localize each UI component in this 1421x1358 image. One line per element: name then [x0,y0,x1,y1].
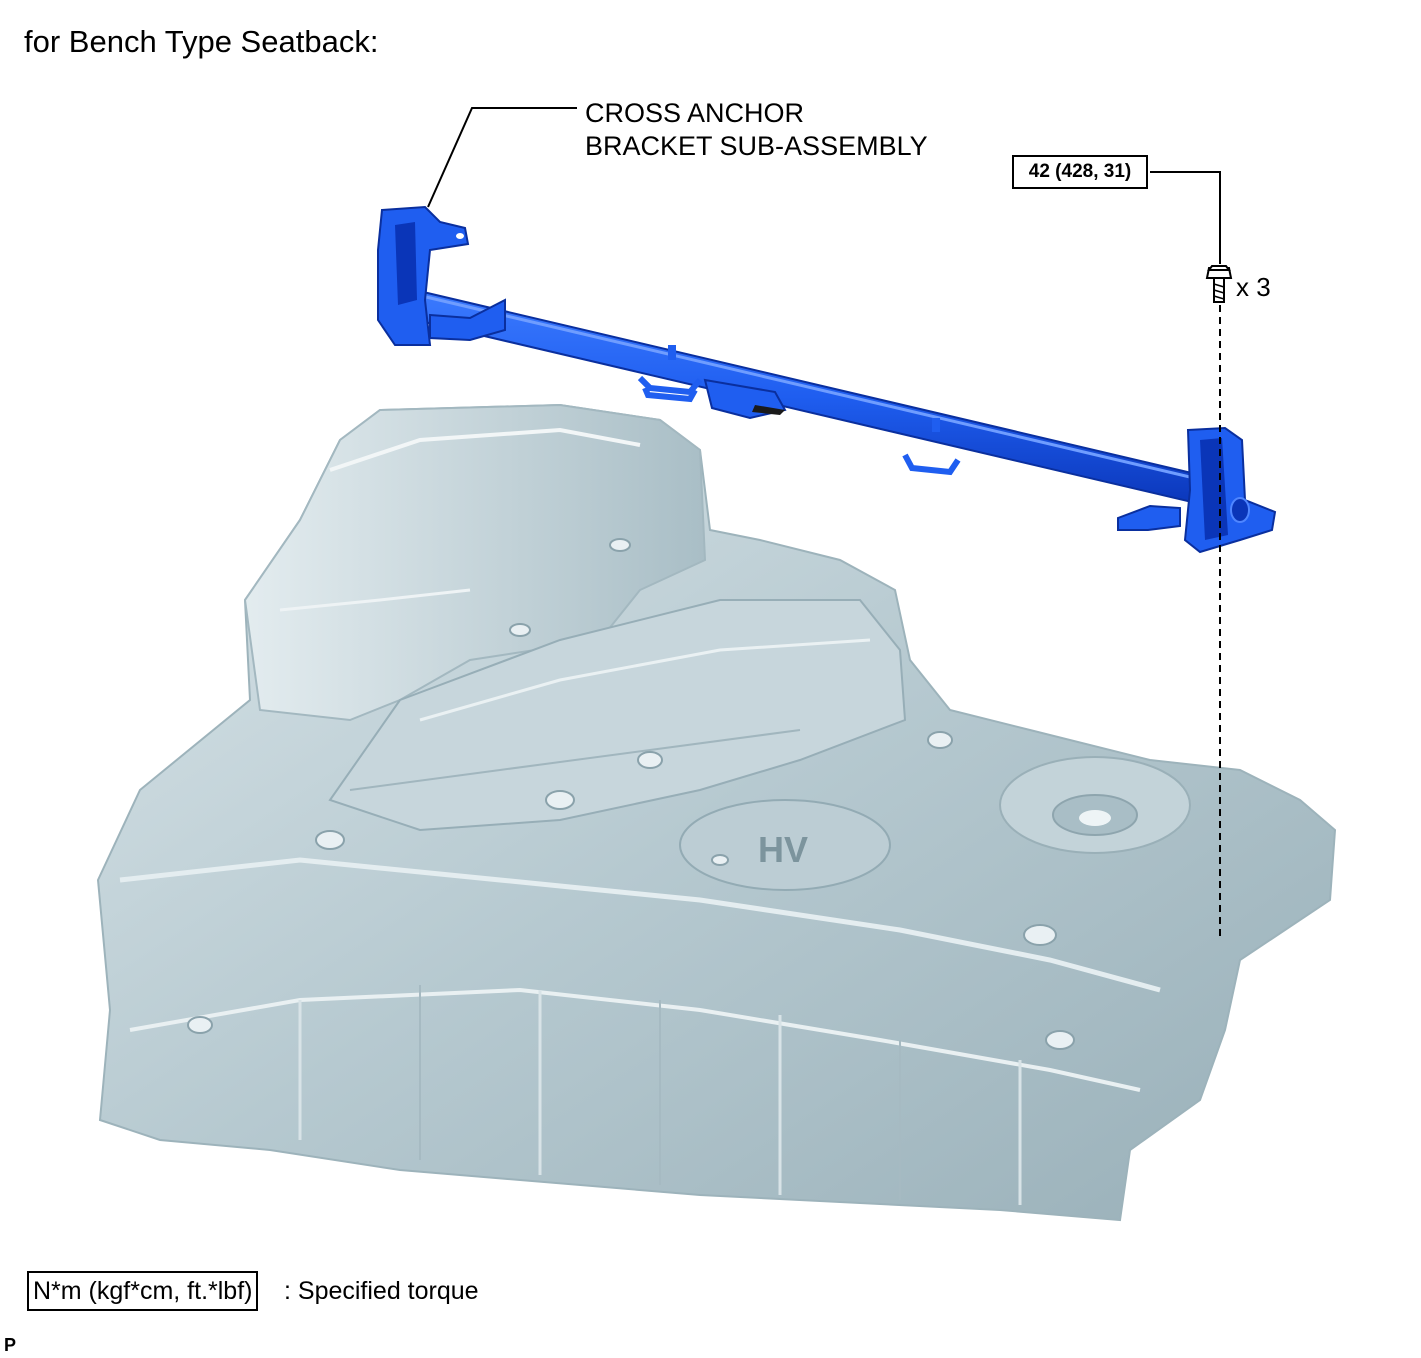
part-callout-label: CROSS ANCHOR BRACKET SUB-ASSEMBLY [585,97,928,163]
part-callout-line-2: BRACKET SUB-ASSEMBLY [585,131,928,161]
part-callout-line-1: CROSS ANCHOR [585,98,805,128]
cross-anchor-bracket [377,205,1277,554]
page-title: for Bench Type Seatback: [24,24,379,59]
torque-spec-box: 42 (428, 31) [1012,155,1148,189]
legend-torque-unit-box: N*m (kgf*cm, ft.*lbf) [27,1271,259,1311]
torque-leader-line [1150,171,1221,264]
part-leader-line [427,107,577,208]
legend-description: : Specified torque [284,1277,479,1305]
page-code: P [4,1335,17,1355]
hv-embossing: HV [758,829,808,870]
bolt-icon [1205,265,1233,303]
bolt-quantity: x 3 [1236,272,1271,302]
body-floor-panel: HV [96,403,1337,1222]
